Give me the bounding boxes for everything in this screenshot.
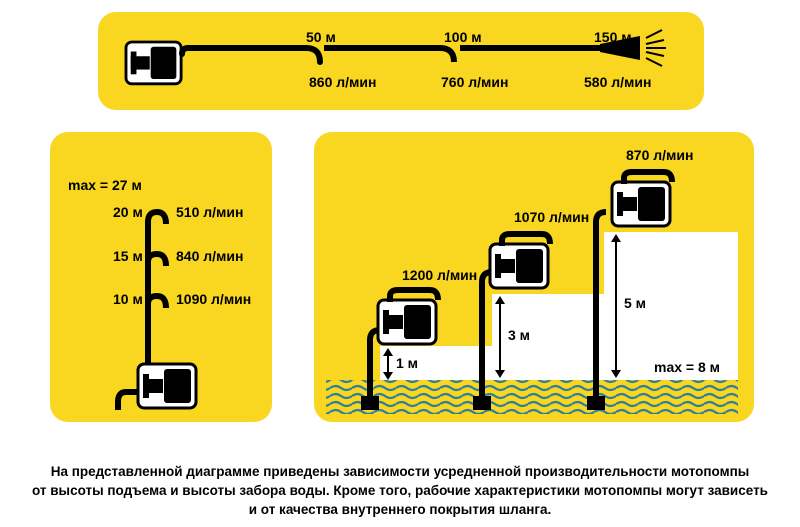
panel-lift-height: max = 27 м 20 м 510 л/мин 15 м 840 л/мин…: [50, 132, 272, 422]
distance-length-2: 100 м: [444, 29, 482, 45]
nozzle-icon: [600, 36, 640, 60]
lift-flow-1: 510 л/мин: [176, 204, 243, 220]
max-lift-label: max = 27 м: [68, 177, 142, 193]
panel-suction-depth: 1200 л/мин 1070 л/мин 870 л/мин 1 м 3 м …: [314, 132, 754, 422]
lift-height-3: 10 м: [113, 291, 143, 307]
panel-left-background: [50, 132, 272, 422]
suction-depth-2: 3 м: [508, 327, 530, 343]
step-3: [604, 232, 738, 380]
depth-arrow-1: [383, 348, 393, 380]
distance-length-3: 150 м: [594, 29, 632, 45]
max-suction-label: max = 8 м: [654, 359, 720, 375]
distance-flow-1: 860 л/мин: [309, 74, 376, 90]
distance-length-1: 50 м: [306, 29, 336, 45]
caption-line-1: На представленной диаграмме приведены за…: [50, 464, 750, 479]
water-surface: [326, 380, 738, 414]
pump-icon: [376, 298, 438, 346]
pump-icon: [136, 362, 198, 410]
water-spray-icon: [645, 29, 666, 67]
suction-depth-1: 1 м: [396, 355, 418, 371]
distance-flow-2: 760 л/мин: [441, 74, 508, 90]
lift-height-1: 20 м: [113, 204, 143, 220]
lift-height-2: 15 м: [113, 248, 143, 264]
suction-depth-3: 5 м: [624, 295, 646, 311]
caption-line-2: от высоты подъема и высоты забора воды. …: [31, 483, 768, 498]
pump-icon: [488, 242, 550, 290]
pump-flow-2: 1070 л/мин: [514, 209, 589, 225]
depth-arrow-2: [495, 296, 505, 378]
strainer-icon: [473, 396, 491, 410]
pump-flow-3: 870 л/мин: [626, 147, 693, 163]
strainer-icon: [587, 396, 605, 410]
strainer-icon: [361, 396, 379, 410]
diagram-caption: На представленной диаграмме приведены за…: [0, 462, 800, 519]
pump-performance-diagram: 50 м 860 л/мин 100 м 760 л/мин 150 м 580…: [50, 12, 754, 422]
panel-top-background: [98, 12, 704, 110]
distance-flow-3: 580 л/мин: [584, 74, 651, 90]
lift-flow-2: 840 л/мин: [176, 248, 243, 264]
lift-flow-3: 1090 л/мин: [176, 291, 251, 307]
caption-line-3: и от качества внутреннего покрытия шланг…: [248, 502, 552, 517]
pump-icon: [610, 180, 672, 228]
pump-icon: [124, 40, 183, 86]
pump-flow-1: 1200 л/мин: [402, 267, 477, 283]
depth-arrow-3: [611, 234, 621, 378]
panel-hose-length: 50 м 860 л/мин 100 м 760 л/мин 150 м 580…: [98, 12, 704, 110]
